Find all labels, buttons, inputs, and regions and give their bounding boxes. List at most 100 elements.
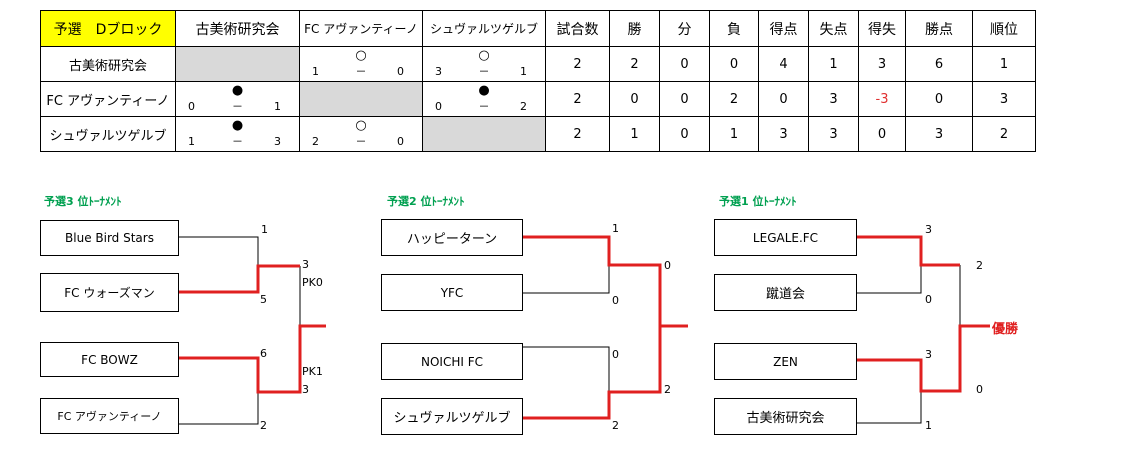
score-dash: － (478, 65, 490, 78)
match-score: 1 (612, 222, 619, 235)
team-name: シュヴァルツゲルブ (40, 116, 176, 152)
score-dash: － (478, 100, 490, 113)
score-dash: － (355, 65, 367, 78)
block-label: 予選 Dブロック (40, 10, 176, 47)
score-dash: － (355, 135, 367, 148)
bracket-line (855, 391, 922, 424)
win-line (521, 235, 688, 328)
tournament-title: 予選2 位ﾄｰﾅﾒﾝﾄ (387, 195, 465, 208)
match-score: 0 (925, 293, 932, 306)
stat-points: 0 (905, 81, 973, 117)
match-result: ● 1 － 3 (175, 116, 300, 152)
stat-goal-diff: 0 (858, 116, 906, 152)
match-score: 6 (260, 347, 267, 360)
stat-goals-against: 3 (808, 116, 859, 152)
header-row: 予選 Dブロック 古美術研究会 FC アヴァンティーノ シュヴァルツゲルブ 試合… (40, 10, 1036, 47)
col-header: 古美術研究会 (175, 10, 300, 47)
col-header: 勝点 (905, 10, 973, 47)
score-against: 2 (520, 100, 527, 113)
match-result: ○ 3 － 1 (422, 46, 546, 82)
stat-points: 6 (905, 46, 973, 82)
stat-draws: 0 (659, 116, 710, 152)
loss-mark: ● (231, 118, 244, 133)
score-against: 3 (274, 135, 281, 148)
col-header: 分 (659, 10, 710, 47)
team-box: NOICHI FC (381, 343, 523, 380)
team-box: 蹴道会 (714, 274, 857, 311)
stat-goal-diff: -3 (858, 81, 906, 117)
team-box: FC アヴァンティーノ (40, 398, 179, 434)
score-for: 1 (312, 65, 319, 78)
match-result: ● 0 － 2 (422, 81, 546, 117)
stat-losses: 0 (709, 46, 759, 82)
bracket-line (177, 236, 259, 266)
match-score: 1 (925, 419, 932, 432)
bracket-line (855, 265, 922, 294)
win-line (177, 324, 326, 394)
bracket-line (521, 346, 610, 392)
win-line (855, 324, 990, 393)
match-score: 5 (260, 293, 267, 306)
col-header: 得失 (858, 10, 906, 47)
team-box: Blue Bird Stars (40, 220, 179, 256)
match-score: 3 (925, 223, 932, 236)
team-box: FC ウォーズマン (40, 273, 179, 312)
team-name: 古美術研究会 (40, 46, 176, 82)
win-mark: ○ (355, 118, 367, 133)
match-score: 2 (260, 419, 267, 432)
stat-losses: 2 (709, 81, 759, 117)
col-header: 試合数 (545, 10, 610, 47)
bracket-line (177, 392, 259, 425)
stat-rank: 3 (972, 81, 1036, 117)
stat-goals-against: 3 (808, 81, 859, 117)
tournament-title: 予選3 位ﾄｰﾅﾒﾝﾄ (44, 195, 122, 208)
score-for: 2 (312, 135, 319, 148)
self-match-cell (422, 116, 546, 152)
win-mark: ○ (355, 48, 367, 63)
stat-losses: 1 (709, 116, 759, 152)
standings-table: 予選 Dブロック 古美術研究会 FC アヴァンティーノ シュヴァルツゲルブ 試合… (40, 10, 1036, 152)
tournament-title: 予選1 位ﾄｰﾅﾒﾝﾄ (719, 195, 797, 208)
team-box: シュヴァルツゲルブ (381, 398, 523, 435)
score-against: 1 (274, 100, 281, 113)
match-score: 0 (612, 294, 619, 307)
semi-score: 0 (976, 383, 983, 396)
stat-rank: 1 (972, 46, 1036, 82)
score-for: 3 (435, 65, 442, 78)
team-box: 古美術研究会 (714, 398, 857, 435)
pk-score: PK1 (302, 365, 323, 378)
score-against: 1 (520, 65, 527, 78)
bracket-line (521, 265, 610, 294)
table-row: シュヴァルツゲルブ ● 1 － 3 ○ 2 － 0 2 1 0 1 3 3 0 … (40, 116, 1036, 152)
match-result: ○ 2 － 0 (299, 116, 423, 152)
champion-label: 優勝 (992, 322, 1019, 337)
semi-score: 0 (664, 259, 671, 272)
match-score: 0 (612, 348, 619, 361)
stat-wins: 1 (609, 116, 660, 152)
score-for: 0 (188, 100, 195, 113)
col-header: 失点 (808, 10, 859, 47)
stat-rank: 2 (972, 116, 1036, 152)
col-header: 順位 (972, 10, 1036, 47)
score-against: 0 (397, 65, 404, 78)
win-line (855, 235, 960, 267)
match-score: 2 (612, 419, 619, 432)
stat-goals-for: 4 (758, 46, 809, 82)
semi-score: 2 (664, 383, 671, 396)
pk-score: PK0 (302, 276, 323, 289)
stat-goals-for: 3 (758, 116, 809, 152)
team-box: FC BOWZ (40, 342, 179, 377)
score-for: 0 (435, 100, 442, 113)
win-mark: ○ (478, 48, 490, 63)
semi-score: 3 (302, 258, 309, 271)
table-row: 古美術研究会 ○ 1 － 0 ○ 3 － 1 2 2 0 0 4 1 3 6 1 (40, 46, 1036, 82)
win-line (177, 264, 300, 294)
match-score: 1 (261, 223, 268, 236)
col-header: FC アヴァンティーノ (299, 10, 423, 47)
semi-score: 2 (976, 259, 983, 272)
win-line (521, 326, 662, 420)
self-match-cell (175, 46, 300, 82)
col-header: 得点 (758, 10, 809, 47)
semi-score: 3 (302, 383, 309, 396)
